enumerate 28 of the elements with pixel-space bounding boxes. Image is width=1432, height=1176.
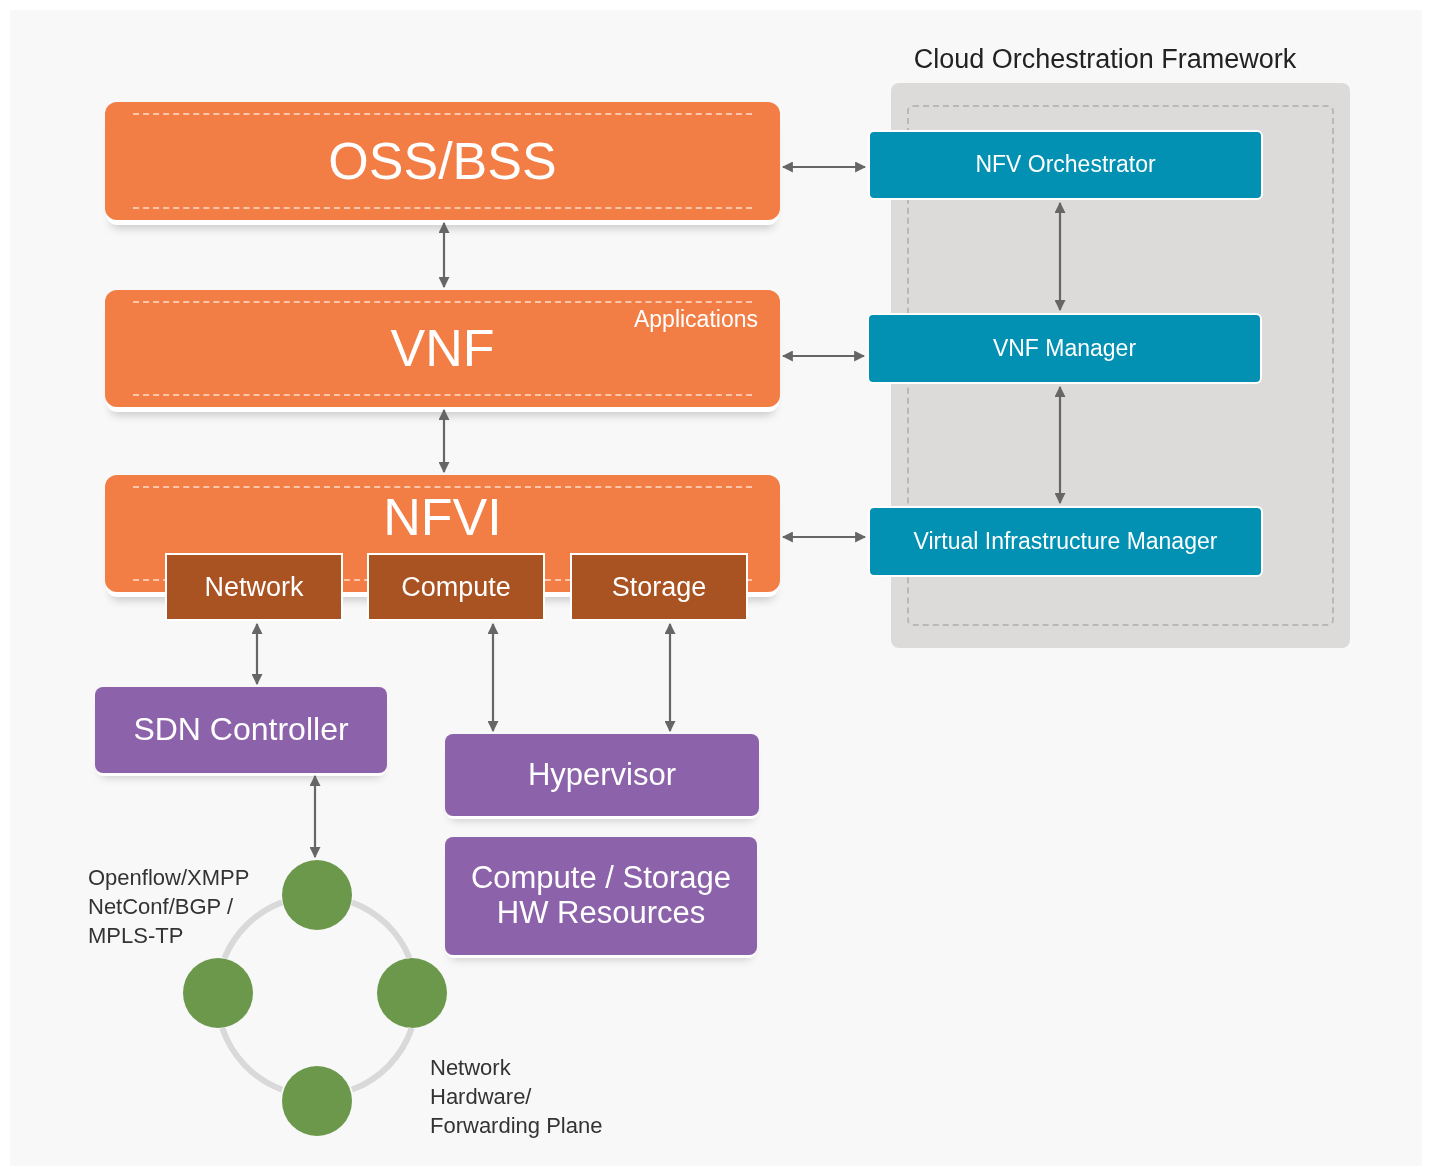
arrow xyxy=(309,774,321,859)
manager-box: VNF Manager xyxy=(867,313,1262,384)
arrow xyxy=(487,622,499,733)
function-box: Compute / Storage HW Resources xyxy=(445,837,757,955)
function-box: Hypervisor xyxy=(445,734,759,816)
component-box: Network xyxy=(165,553,343,621)
arrow xyxy=(438,408,450,474)
component-box: Storage xyxy=(570,553,748,621)
connector-line xyxy=(350,1026,415,1093)
manager-box: Virtual Infrastructure Manager xyxy=(868,506,1263,577)
component-box: Compute xyxy=(367,553,545,621)
arrow xyxy=(781,161,867,173)
layer-subtitle: Applications xyxy=(633,306,758,333)
connector-line xyxy=(219,1027,284,1093)
arrow xyxy=(781,350,866,362)
framework-heading: Cloud Orchestration Framework xyxy=(912,44,1298,75)
arrow xyxy=(664,622,676,733)
arrow xyxy=(1054,201,1066,312)
connector-line xyxy=(221,899,284,960)
function-box: SDN Controller xyxy=(95,687,387,773)
arrow xyxy=(438,221,450,289)
connector-line xyxy=(350,899,413,960)
arrow xyxy=(781,531,867,543)
manager-box: NFV Orchestrator xyxy=(868,130,1263,200)
arrow xyxy=(1054,385,1066,505)
arrow xyxy=(251,622,263,686)
protocol-label: Openflow/XMPP NetConf/BGP / MPLS-TP xyxy=(88,864,250,950)
protocol-label: Network Hardware/ Forwarding Plane xyxy=(430,1054,604,1140)
